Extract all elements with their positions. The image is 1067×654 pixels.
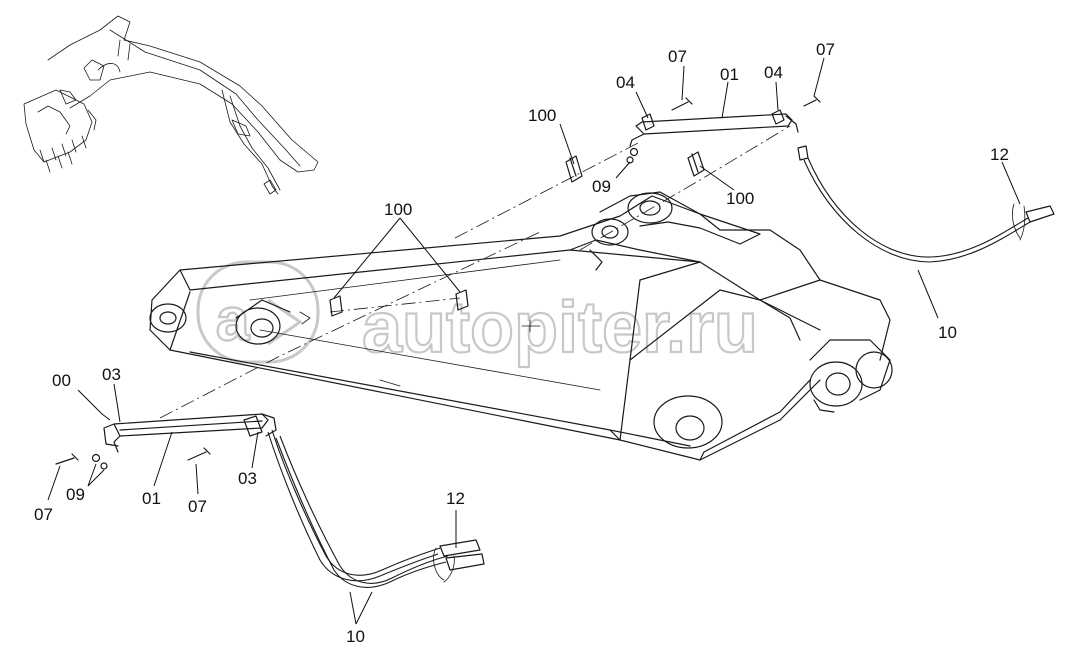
callout-03-right: 03 [238, 469, 257, 488]
nut-bottom-b [100, 462, 108, 470]
callout-01-bottom: 01 [142, 489, 161, 508]
callout-12-bottom: 12 [446, 489, 465, 508]
nut-top [629, 147, 639, 157]
callout-00: 00 [52, 371, 71, 390]
callout-07-bottom-left: 07 [34, 505, 53, 524]
callout-04-top-right: 04 [764, 63, 783, 82]
clamp-pads [329, 151, 705, 317]
washer-top [626, 156, 634, 164]
callout-04-top-left: 04 [616, 73, 635, 92]
watermark: a autopiter.ru [196, 260, 759, 369]
callout-09-top: 09 [592, 177, 611, 196]
bolt-mid-bottom [187, 447, 211, 461]
top-pipe-assembly [626, 95, 821, 164]
pad-top-right [687, 151, 705, 177]
callout-07-top-right: 07 [816, 40, 835, 59]
bottom-pipe-assembly [55, 413, 277, 470]
callout-100-top-right: 100 [726, 189, 754, 208]
callout-labels: 100 07 04 01 04 07 09 100 12 10 100 00 0… [34, 40, 1009, 646]
boom-assembly [149, 191, 893, 461]
hose-right [803, 157, 1055, 263]
callout-07-top-left: 07 [668, 47, 687, 66]
pad-top-left [565, 155, 583, 183]
watermark-logo-ring [196, 260, 320, 364]
clamp-right-top [771, 109, 785, 125]
bolt-right-top [803, 95, 821, 107]
pad-mid-right [455, 289, 469, 311]
callout-01-top: 01 [720, 65, 739, 84]
callout-03-left: 03 [102, 365, 121, 384]
callout-07-bottom-mid: 07 [188, 497, 207, 516]
leader-lines [47, 57, 1021, 625]
callout-10-bottom: 10 [346, 627, 365, 646]
nut-bottom-a [91, 453, 101, 463]
watermark-logo-arrow [267, 298, 303, 346]
watermark-text: autopiter.ru [362, 288, 758, 368]
bolt-left-top [671, 97, 693, 111]
callout-100-top: 100 [528, 106, 556, 125]
assembly-dashed-lines [159, 125, 791, 419]
callout-10-right: 10 [938, 323, 957, 342]
hoses-bottom [267, 429, 485, 588]
watermark-logo-letter: a [216, 286, 250, 353]
callout-100-mid: 100 [384, 200, 412, 219]
excavator-overview-inset [23, 15, 319, 195]
bolt-left-bottom [55, 453, 79, 465]
pad-mid-left [329, 295, 343, 317]
callout-09-bottom: 09 [66, 485, 85, 504]
callout-12-right: 12 [990, 145, 1009, 164]
clamp-left-top [641, 113, 655, 131]
